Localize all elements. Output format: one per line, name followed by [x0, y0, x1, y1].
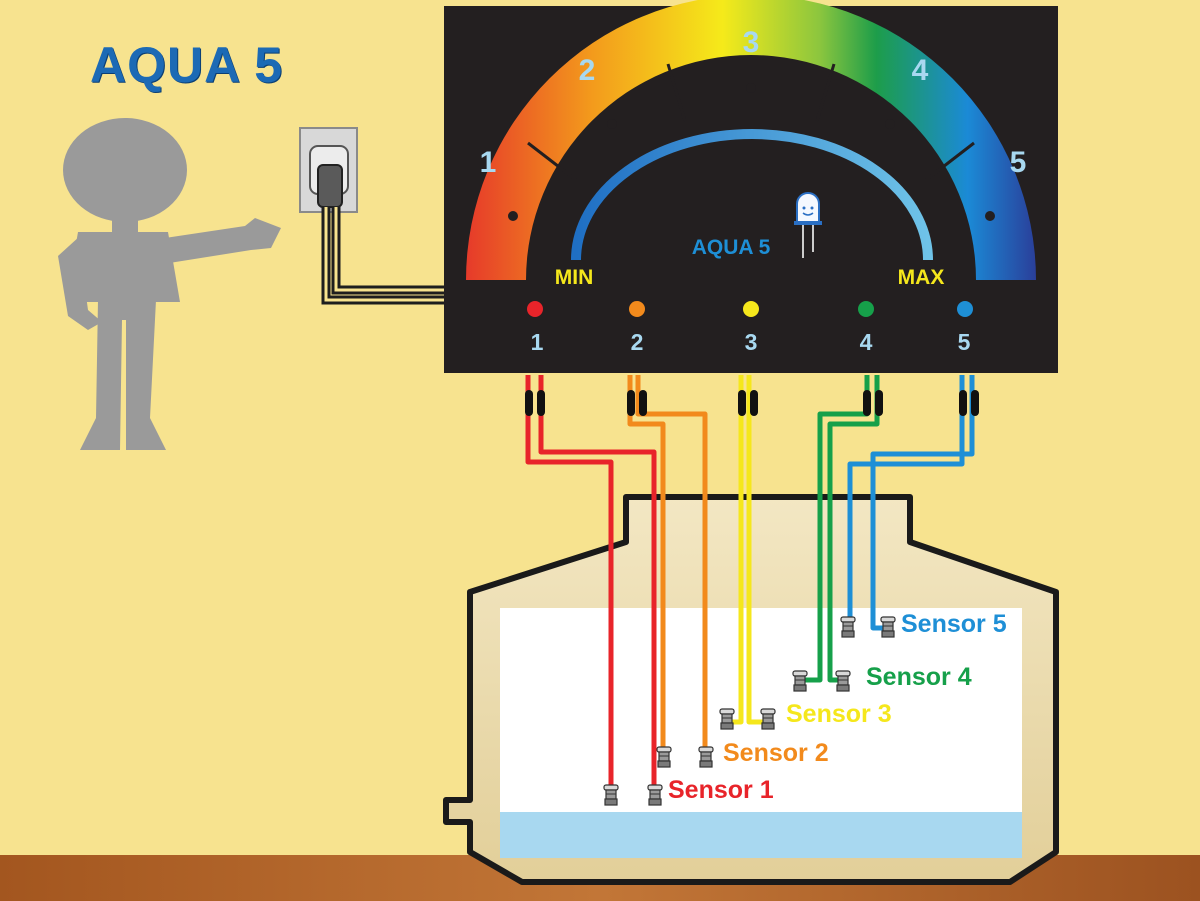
led-4 — [858, 301, 874, 317]
led-1 — [527, 301, 543, 317]
led-label-2: 2 — [631, 329, 644, 355]
gauge-label-4: 4 — [912, 54, 929, 87]
sensor-2-probe-a — [656, 746, 672, 768]
max-label: MAX — [898, 266, 945, 289]
person-icon — [58, 118, 281, 450]
sensor-1-probe-a — [603, 784, 619, 806]
sensor-2-probe-b — [698, 746, 714, 768]
led-2 — [629, 301, 645, 317]
gauge-label-1: 1 — [480, 146, 497, 179]
sensor-4-probe-a — [792, 670, 808, 692]
min-label: MIN — [555, 266, 594, 289]
panel-brand: AQUA 5 — [692, 236, 771, 259]
sensor-5-probe-a — [840, 616, 856, 638]
level-gauge-arc — [466, 0, 1036, 280]
led-label-3: 3 — [745, 329, 758, 355]
led-5 — [957, 301, 973, 317]
led-label-1: 1 — [531, 329, 544, 355]
sensor-1-probe-b — [647, 784, 663, 806]
gauge-label-5: 5 — [1010, 146, 1027, 179]
indicator-leds — [527, 301, 973, 317]
led-label-5: 5 — [958, 329, 971, 355]
sensor-1-label: Sensor 1 — [668, 776, 774, 804]
led-3 — [743, 301, 759, 317]
sensor-2-label: Sensor 2 — [723, 739, 829, 767]
page-title: AQUA 5 — [90, 37, 284, 93]
gauge-label-3: 3 — [743, 26, 760, 59]
sensor-5-probe-b — [880, 616, 896, 638]
sensor-4-label: Sensor 4 — [866, 663, 972, 691]
water-level — [500, 812, 1022, 858]
inner-arc — [571, 129, 933, 261]
gauge-label-2: 2 — [579, 54, 596, 87]
wall-outlet — [299, 127, 358, 213]
sensor-4-probe-b — [835, 670, 851, 692]
sensor-3-label: Sensor 3 — [786, 700, 892, 728]
sensor-3-probe-a — [719, 708, 735, 730]
led-icon — [794, 192, 822, 258]
sensor-3-probe-b — [760, 708, 776, 730]
sensor-5-label: Sensor 5 — [901, 610, 1007, 638]
led-label-4: 4 — [860, 329, 873, 355]
